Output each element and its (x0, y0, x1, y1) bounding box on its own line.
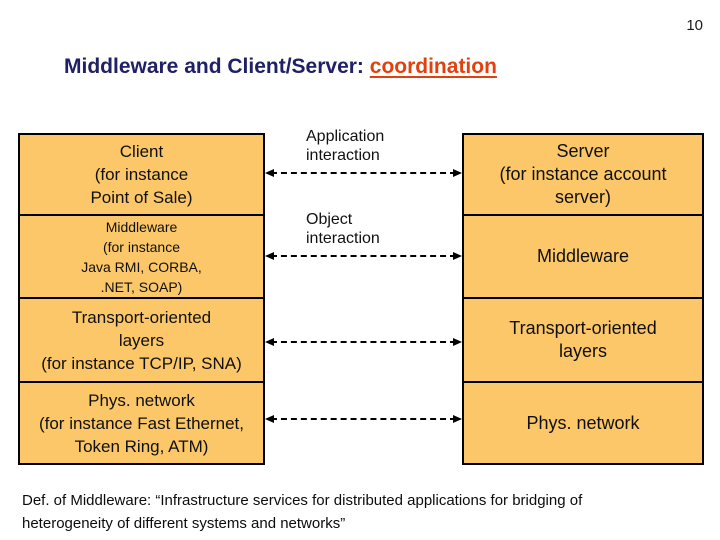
client-stack: Client (for instance Point of Sale) Midd… (18, 133, 265, 465)
arrow-head-right-icon (453, 338, 462, 346)
slide-title-highlight: coordination (369, 55, 497, 78)
object-interaction-label: Object interaction (306, 211, 380, 247)
object-interaction-arrow (265, 251, 462, 261)
physical-network-arrow (265, 414, 462, 424)
client-middleware-box: Middleware (for instance Java RMI, CORBA… (18, 214, 265, 299)
server-box: Server (for instance account server) (462, 133, 704, 216)
dashed-line (271, 255, 456, 257)
arrow-head-right-icon (453, 252, 462, 260)
dashed-line (271, 172, 456, 174)
dashed-line (271, 418, 456, 420)
server-physical-network-box: Phys. network (462, 381, 704, 465)
arrow-head-right-icon (453, 169, 462, 177)
arrow-head-left-icon (265, 252, 274, 260)
middleware-definition-text: Def. of Middleware: “Infrastructure serv… (22, 492, 583, 532)
dashed-line (271, 341, 456, 343)
arrow-head-left-icon (265, 338, 274, 346)
application-interaction-label: Application interaction (306, 128, 385, 164)
application-interaction-arrow (265, 168, 462, 178)
arrow-head-left-icon (265, 415, 274, 423)
page-number: 10 (686, 17, 703, 34)
slide-title-main: Middleware and Client/Server: (64, 55, 370, 78)
server-stack: Server (for instance account server) Mid… (462, 133, 704, 465)
server-transport-box: Transport-oriented layers (462, 297, 704, 383)
client-physical-network-box: Phys. network (for instance Fast Etherne… (18, 381, 265, 465)
client-transport-box: Transport-oriented layers (for instance … (18, 297, 265, 383)
transport-layer-arrow (265, 337, 462, 347)
client-box: Client (for instance Point of Sale) (18, 133, 265, 216)
server-middleware-box: Middleware (462, 214, 704, 299)
arrow-head-right-icon (453, 415, 462, 423)
slide-title: Middleware and Client/Server: coordinati… (64, 55, 497, 79)
arrow-head-left-icon (265, 169, 274, 177)
